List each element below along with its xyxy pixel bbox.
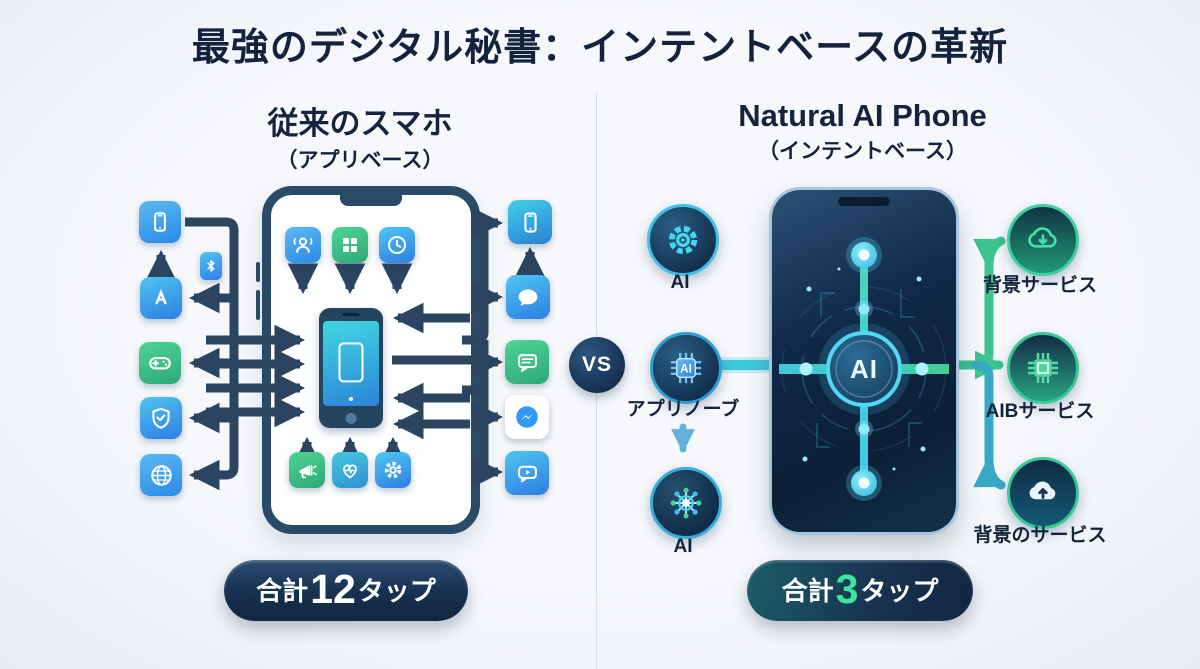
network-hub-icon <box>650 467 722 539</box>
phone-notch <box>340 194 402 206</box>
bluetooth-icon <box>200 252 222 280</box>
left-subheading-text: （アプリベース） <box>276 149 444 172</box>
right-subheading-text: （インテントベース） <box>758 140 967 163</box>
app-node-label: アプリノーブ <box>626 399 740 420</box>
app-store-icon <box>140 277 182 319</box>
natural-ai-phone-frame: AI <box>772 190 956 532</box>
background-service-label: 背景サービス <box>982 275 1097 296</box>
right-panel-heading: Natural AI Phone （インテントベース） <box>660 98 1065 165</box>
left-panel-heading: 従来のスマホ （アプリベース） <box>160 98 560 174</box>
smartphone-icon <box>508 200 552 244</box>
mini-phone-speaker <box>342 313 360 316</box>
chip-icon <box>1007 332 1079 404</box>
gear-icon <box>647 204 719 276</box>
game-controller-icon <box>139 342 181 384</box>
mini-phone-home-button <box>345 413 357 424</box>
video-chat-icon <box>505 451 549 495</box>
contacts-icon <box>285 227 321 263</box>
page-title: 最強のデジタル秘書：インテントベースの革新 <box>191 27 1009 69</box>
app-grid-icon <box>332 227 368 263</box>
megaphone-icon <box>289 452 325 488</box>
phone-notch <box>838 197 890 206</box>
intent-flow-lines <box>671 236 1006 490</box>
ai-node-label: AI <box>673 536 693 557</box>
ai-node-label: AI <box>670 272 690 293</box>
background-services-label: 背景のサービス <box>973 525 1107 546</box>
shield-icon <box>140 397 182 439</box>
tap-count: 3 <box>835 566 859 612</box>
clock-icon <box>379 227 415 263</box>
phone-side-button <box>256 290 260 320</box>
message-list-icon <box>505 340 549 384</box>
phone-ai-label: AI <box>850 354 878 384</box>
health-icon <box>332 452 368 488</box>
tap-prefix: 合計 <box>256 575 309 606</box>
gear-icon <box>375 452 411 488</box>
phone-glyph-dot <box>349 397 353 401</box>
vs-badge: VS <box>569 337 625 393</box>
phone-glyph-icon <box>338 341 364 382</box>
tap-count: 12 <box>310 566 356 612</box>
ai-service-label: AIBサービス <box>985 401 1095 422</box>
globe-icon <box>140 454 182 496</box>
cloud-upload-icon <box>1007 457 1079 529</box>
messenger-icon <box>505 395 549 439</box>
cloud-download-icon <box>1007 204 1079 276</box>
mini-phone-screen <box>323 321 379 406</box>
left-heading-text: 従来のスマホ <box>267 106 453 141</box>
tap-prefix: 合計 <box>781 575 834 606</box>
ai-chip-icon: AI <box>650 332 722 404</box>
tap-suffix: タップ <box>357 575 436 606</box>
smartphone-icon <box>139 201 181 243</box>
right-heading-text: Natural AI Phone <box>738 98 987 133</box>
navy-flow-arrows <box>145 207 546 491</box>
chip-ai-text: AI <box>680 362 692 375</box>
tap-suffix: タップ <box>860 575 939 606</box>
chat-bubble-icon <box>506 275 550 319</box>
ai-phone-screen: AI <box>779 237 949 501</box>
vs-label: VS <box>581 353 612 376</box>
central-smartphone-icon <box>319 308 383 428</box>
phone-side-button <box>256 262 260 282</box>
